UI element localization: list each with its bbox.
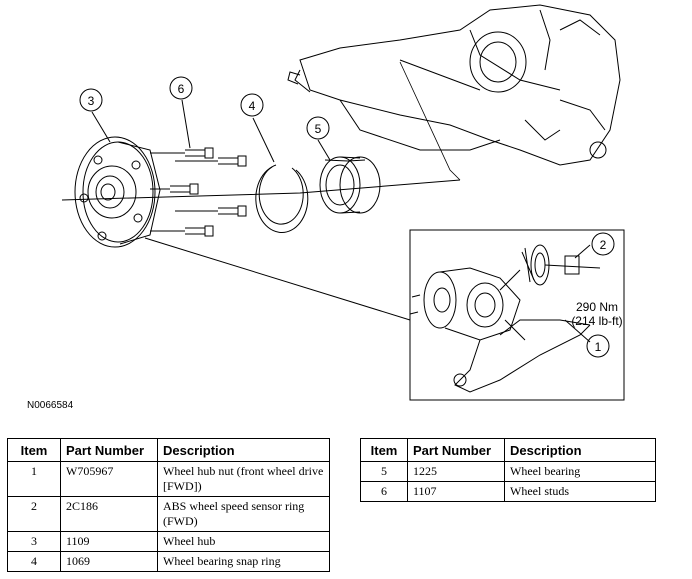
table-row: 5 1225 Wheel bearing [360,461,656,482]
figure-id: N0066584 [27,400,74,411]
cell-description: Wheel hub [157,531,330,552]
col-header-description: Description [504,438,656,462]
callout-1-label: 1 [595,340,602,354]
cell-part-number: 1109 [60,531,158,552]
cell-part-number: 1069 [60,551,158,572]
torque-spec-lbft: (214 lb-ft) [571,314,622,328]
col-header-part-number: Part Number [60,438,158,462]
callout-3 [79,88,103,112]
assembly-axis-line [61,179,461,201]
cell-item: 2 [7,496,61,532]
cell-description: ABS wheel speed sensor ring (FWD) [157,496,330,532]
cell-part-number: 1225 [407,461,505,482]
cell-part-number: 2C186 [60,496,158,532]
callout-1 [586,334,610,358]
exploded-view-diagram: 3 6 4 5 2 1 290 Nm (214 lb-ft) [61,4,625,401]
col-header-description: Description [157,438,330,462]
callout-6 [169,76,193,100]
callout-4 [240,93,264,117]
table-row: 1 W705967 Wheel hub nut (front wheel dri… [7,461,330,497]
col-header-part-number: Part Number [407,438,505,462]
parts-table-right: Item Part Number Description 5 1225 Whee… [360,438,656,502]
table-header-row: Item Part Number Description [360,438,656,462]
cell-item: 1 [7,461,61,497]
table-row: 2 2C186 ABS wheel speed sensor ring (FWD… [7,496,330,532]
cell-description: Wheel bearing [504,461,656,482]
inset-leader-line [144,237,411,321]
col-header-item: Item [360,438,408,462]
cell-description: Wheel studs [504,481,656,502]
table-row: 6 1107 Wheel studs [360,481,656,502]
callout-3-label: 3 [88,94,95,108]
detail-inset-fwd-assembly [409,244,601,393]
cell-description: Wheel hub nut (front wheel drive [FWD]) [157,461,330,497]
cell-description: Wheel bearing snap ring [157,551,330,572]
callout-2-label: 2 [600,238,607,252]
cell-item: 4 [7,551,61,572]
callout-2 [591,232,615,256]
wheel-hub [74,136,161,248]
col-header-item: Item [7,438,61,462]
table-row: 3 1109 Wheel hub [7,531,330,552]
cell-part-number: W705967 [60,461,158,497]
detail-inset-frame [409,229,625,401]
cell-item: 3 [7,531,61,552]
cell-item: 5 [360,461,408,482]
callout-5 [306,116,330,140]
table-row: 4 1069 Wheel bearing snap ring [7,551,330,572]
table-header-row: Item Part Number Description [7,438,330,462]
callout-4-label: 4 [249,99,256,113]
callout-6-label: 6 [178,82,185,96]
wheel-studs [150,147,247,237]
wheel-bearing [319,156,381,214]
wheel-bearing-snap-ring [255,164,309,233]
parts-table-left: Item Part Number Description 1 W705967 W… [7,438,330,572]
callout-5-label: 5 [315,122,322,136]
cell-part-number: 1107 [407,481,505,502]
torque-spec-nm: 290 Nm [576,300,618,314]
cell-item: 6 [360,481,408,502]
steering-knuckle-assembly [287,4,621,166]
